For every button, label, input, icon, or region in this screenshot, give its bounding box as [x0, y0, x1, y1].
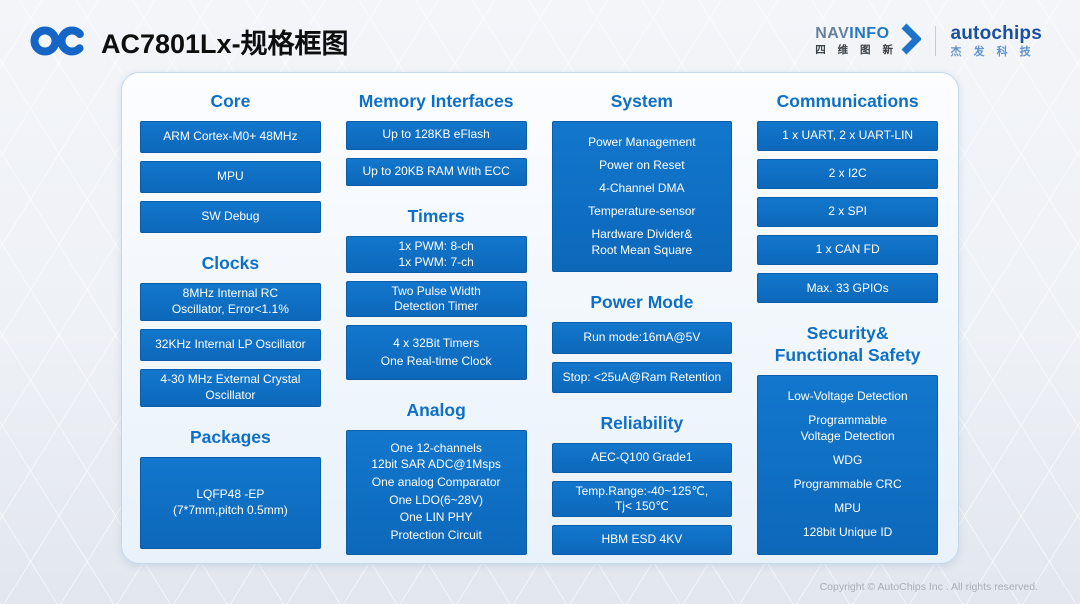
autochips-oc-logo-icon: [30, 24, 88, 58]
box-mpu: MPU: [140, 160, 321, 193]
column-memory-timers-analog: Memory Interfaces Up to 128KB eFlash Up …: [345, 83, 527, 563]
navinfo-subtitle: 四 维 图 新: [815, 43, 898, 56]
box-aec-q100: AEC-Q100 Grade1: [551, 443, 733, 474]
spec-text: One LDO(6~28V): [389, 492, 483, 507]
spec-text: AEC-Q100 Grade1: [591, 450, 693, 465]
spec-text: Hardware Divider& Root Mean Square: [591, 227, 693, 257]
spec-text: Max. 33 GPIOs: [806, 280, 889, 295]
box-run-mode: Run mode:16mA@5V: [551, 321, 733, 354]
box-can-fd: 1 x CAN FD: [757, 235, 938, 266]
section-title-system: System: [610, 91, 673, 111]
spec-text: One 12-channels 12bit SAR ADC@1Msps: [371, 441, 501, 471]
spec-text: Two Pulse Width Detection Timer: [391, 283, 481, 314]
box-pwm: 1x PWM: 8-ch 1x PWM: 7-ch: [345, 236, 527, 274]
box-i2c: 2 x I2C: [757, 158, 938, 190]
spec-text: Up to 128KB eFlash: [382, 127, 490, 142]
spec-text: LQFP48 -EP (7*7mm,pitch 0.5mm): [173, 487, 288, 517]
chevron-right-icon: [901, 23, 923, 60]
spec-text: Up to 20KB RAM With ECC: [362, 164, 510, 179]
spec-text: 4-Channel DMA: [599, 180, 685, 195]
section-title-reliability: Reliability: [600, 413, 684, 434]
section-title-communications: Communications: [776, 91, 919, 111]
page-title: AC7801Lx-规格框图: [101, 28, 349, 59]
spec-text: Power Management: [588, 134, 696, 149]
spec-panel: Core ARM Cortex-M0+ 48MHz MPU SW Debug C…: [121, 72, 959, 564]
box-lqfp48-package: LQFP48 -EP (7*7mm,pitch 0.5mm): [140, 456, 321, 549]
spec-text: Power on Reset: [599, 157, 685, 172]
spec-text: 1 x UART, 2 x UART-LIN: [782, 128, 914, 143]
spec-text: 2 x I2C: [828, 166, 867, 181]
box-ram-ecc: Up to 20KB RAM With ECC: [345, 157, 527, 187]
box-8mhz-rc-oscillator: 8MHz Internal RC Oscillator, Error<1.1%: [140, 282, 321, 321]
autochips-wordmark: autochips: [950, 22, 1042, 44]
box-stop-mode: Stop: <25uA@Ram Retention: [551, 361, 733, 394]
spec-text: One analog Comparator: [371, 474, 501, 489]
spec-text: MPU: [834, 501, 861, 516]
section-title-packages: Packages: [189, 426, 271, 447]
box-eflash: Up to 128KB eFlash: [345, 120, 527, 150]
box-arm-cortex: ARM Cortex-M0+ 48MHz: [140, 120, 321, 153]
spec-text: 1 x CAN FD: [815, 242, 880, 257]
autochips-logo: autochips 杰 发 科 技: [950, 22, 1042, 59]
box-uart: 1 x UART, 2 x UART-LIN: [757, 120, 938, 151]
brand-logos: NAVINFO 四 维 图 新 autochips 杰 发 科 技: [815, 23, 1042, 60]
spec-text: Stop: <25uA@Ram Retention: [562, 369, 722, 384]
spec-text: WDG: [832, 453, 863, 467]
spec-text: 8MHz Internal RC Oscillator, Error<1.1%: [171, 286, 289, 316]
column-core-clocks-packages: Core ARM Cortex-M0+ 48MHz MPU SW Debug C…: [140, 83, 321, 563]
spec-text: 4 x 32Bit Timers: [393, 336, 480, 351]
spec-text: Programmable CRC: [793, 477, 902, 492]
spec-text: 1x PWM: 8-ch 1x PWM: 7-ch: [398, 239, 474, 269]
box-pulse-width-detection-timer: Two Pulse Width Detection Timer: [345, 281, 527, 318]
box-32bit-timers-rtc: 4 x 32Bit Timers One Real-time Clock: [345, 325, 527, 381]
section-title-timers: Timers: [407, 206, 465, 227]
section-title-clocks: Clocks: [201, 252, 260, 273]
box-hbm-esd: HBM ESD 4KV: [551, 525, 733, 555]
autochips-subtitle: 杰 发 科 技: [950, 46, 1036, 59]
navinfo-name-nav: NAV: [815, 25, 850, 43]
spec-text: 4-30 MHz External Crystal Oscillator: [160, 372, 301, 402]
navinfo-name-info: INFO: [849, 25, 890, 43]
column-communications-security: Communications 1 x UART, 2 x UART-LIN 2 …: [757, 83, 938, 563]
spec-text: Programmable Voltage Detection: [800, 413, 895, 443]
box-system: Power Management Power on Reset 4-Channe…: [551, 120, 733, 272]
logo-separator: [935, 26, 937, 56]
spec-text: 128bit Unique ID: [802, 525, 893, 540]
box-spi: 2 x SPI: [757, 197, 938, 228]
spec-text: SW Debug: [201, 209, 260, 224]
section-title-security-functional-safety: Security& Functional Safety: [774, 323, 921, 366]
spec-text: Low-Voltage Detection: [787, 389, 908, 404]
spec-text: MPU: [217, 169, 244, 184]
spec-text: Temp.Range:-40~125℃, Tj< 150℃: [575, 483, 709, 514]
box-security: Low-Voltage Detection Programmable Volta…: [757, 375, 938, 556]
box-gpios: Max. 33 GPIOs: [757, 273, 938, 304]
column-system-power-reliability: System Power Management Power on Reset 4…: [551, 83, 733, 563]
box-external-crystal-oscillator: 4-30 MHz External Crystal Oscillator: [140, 368, 321, 407]
spec-text: Temperature-sensor: [588, 203, 696, 218]
spec-text: 32KHz Internal LP Oscillator: [155, 336, 306, 351]
spec-text: Protection Circuit: [390, 528, 482, 543]
box-32khz-lp-oscillator: 32KHz Internal LP Oscillator: [140, 328, 321, 361]
spec-text: 2 x SPI: [828, 204, 867, 219]
box-analog: One 12-channels 12bit SAR ADC@1Msps One …: [345, 430, 527, 556]
spec-text: HBM ESD 4KV: [601, 532, 683, 547]
navinfo-logo: NAVINFO 四 维 图 新: [815, 23, 923, 60]
box-sw-debug: SW Debug: [140, 200, 321, 233]
section-title-memory-interfaces: Memory Interfaces: [358, 91, 514, 111]
footer-copyright: Copyright © AutoChips Inc . All rights r…: [819, 581, 1038, 593]
spec-text: One LIN PHY: [399, 510, 473, 525]
section-title-analog: Analog: [406, 400, 466, 421]
section-title-core: Core: [210, 91, 251, 111]
navinfo-wordmark: NAVINFO 四 维 图 新: [815, 25, 898, 56]
box-temp-range: Temp.Range:-40~125℃, Tj< 150℃: [551, 481, 733, 518]
spec-text: Run mode:16mA@5V: [583, 329, 701, 344]
header: AC7801Lx-规格框图 NAVINFO 四 维 图 新 autochips …: [0, 0, 1080, 72]
section-title-power-mode: Power Mode: [590, 291, 694, 312]
spec-text: ARM Cortex-M0+ 48MHz: [163, 129, 298, 144]
navinfo-name: NAVINFO: [815, 25, 897, 43]
spec-text: One Real-time Clock: [380, 353, 492, 368]
